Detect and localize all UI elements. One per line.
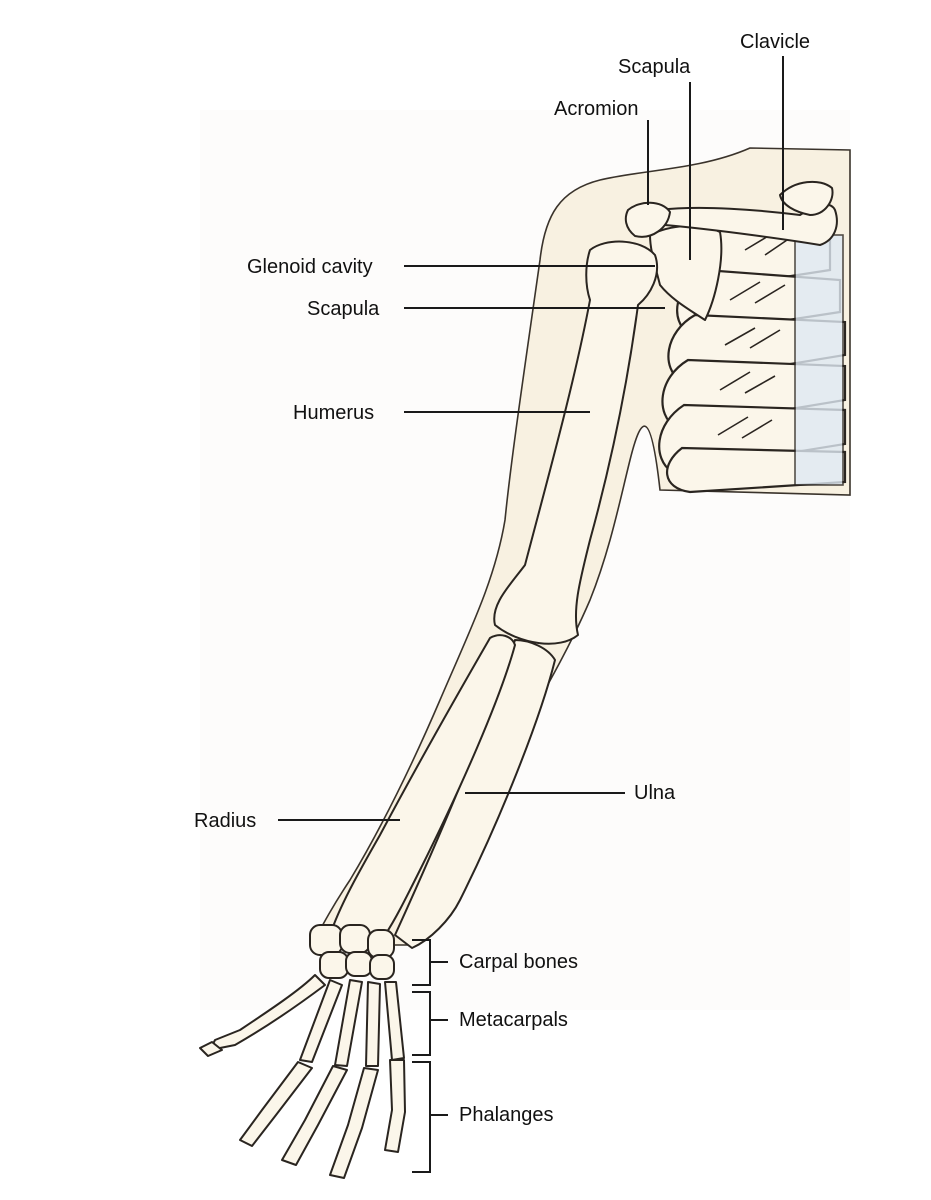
metacarpals-bracket xyxy=(412,991,431,1056)
label-scapula-top: Scapula xyxy=(618,56,691,78)
label-phalanges: Phalanges xyxy=(459,1104,554,1126)
carpal-bones-group xyxy=(309,924,395,980)
label-humerus: Humerus xyxy=(293,402,375,424)
clavicle-bone xyxy=(659,203,838,246)
leader-lines xyxy=(278,56,784,1173)
ribcage xyxy=(658,223,847,494)
phalanges-bracket xyxy=(412,1061,431,1173)
label-glenoid-cavity: Glenoid cavity xyxy=(247,256,373,278)
radius-bone xyxy=(329,634,516,936)
metacarpals-group xyxy=(209,974,405,1067)
label-clavicle: Clavicle xyxy=(740,31,811,53)
label-metacarpals: Metacarpals xyxy=(459,1009,568,1031)
humerus-bone xyxy=(493,240,658,645)
acromion-bone xyxy=(624,201,671,238)
label-ulna: Ulna xyxy=(634,782,676,804)
label-acromion: Acromion xyxy=(554,98,639,120)
phalanges-group xyxy=(199,1041,406,1179)
label-radius: Radius xyxy=(194,810,257,832)
label-scapula-side: Scapula xyxy=(307,298,380,320)
label-carpal-bones: Carpal bones xyxy=(459,951,578,973)
